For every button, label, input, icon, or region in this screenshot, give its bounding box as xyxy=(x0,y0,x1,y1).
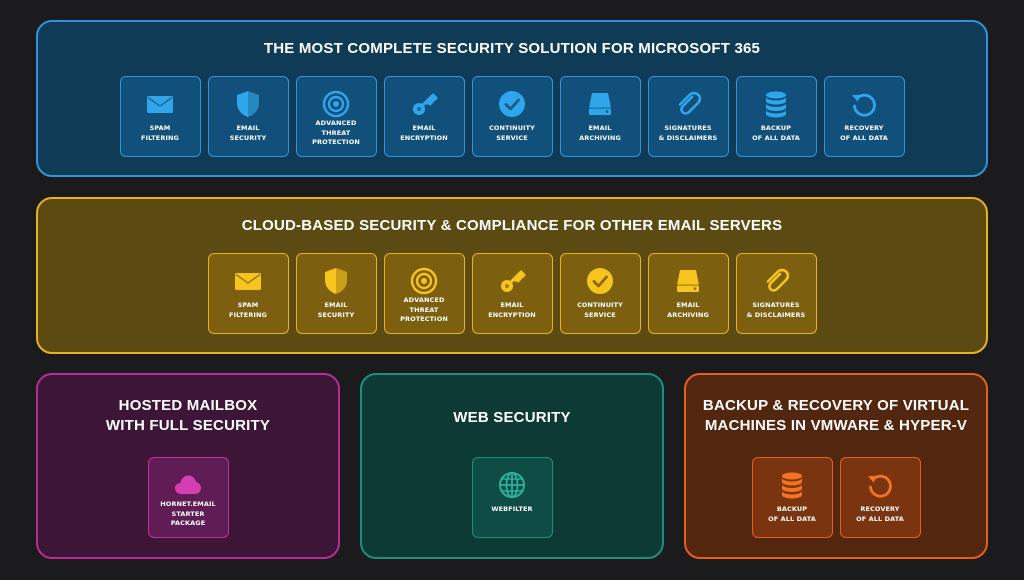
backup-title-line1: BACKUP & RECOVERY OF VIRTUAL xyxy=(702,397,970,414)
web-title: WEB SECURITY xyxy=(453,409,571,426)
cloud-tile-target: ADVANCED THREAT PROTECTION xyxy=(383,253,465,334)
microsoft365-tile-recovery: RECOVERY OF ALL DATA xyxy=(823,76,905,157)
key-icon xyxy=(497,266,527,296)
database-icon xyxy=(777,470,807,500)
cloud-icon xyxy=(173,470,203,500)
tile-label: RECOVERY OF ALL DATA xyxy=(840,124,888,142)
shield-icon xyxy=(233,89,263,119)
shield-icon xyxy=(321,266,351,296)
hard-drive-icon xyxy=(585,89,615,119)
hosted-title-line1: HOSTED MAILBOX xyxy=(118,397,258,414)
backup-title-line2: MACHINES IN VMWARE & HYPER-V xyxy=(704,417,968,434)
envelope-icon xyxy=(145,89,175,119)
microsoft365-tile-check-circle: CONTINUITY SERVICE xyxy=(471,76,553,157)
tile-label: WEBFILTER xyxy=(491,505,533,513)
recovery-icon xyxy=(865,470,895,500)
paperclip-icon xyxy=(673,89,703,119)
web-tile-globe: WEBFILTER xyxy=(471,457,553,538)
tile-label: ADVANCED THREAT PROTECTION xyxy=(312,119,360,146)
tile-label: SPAM FILTERING xyxy=(229,301,267,319)
microsoft365-tile-target: ADVANCED THREAT PROTECTION xyxy=(295,76,377,157)
cloud-tile-key: EMAIL ENCRYPTION xyxy=(471,253,553,334)
tile-label: SPAM FILTERING xyxy=(141,124,179,142)
cloud-tile-hard-drive: EMAIL ARCHIVING xyxy=(647,253,729,334)
cloud-tile-envelope: SPAM FILTERING xyxy=(207,253,289,334)
check-circle-icon xyxy=(585,266,615,296)
tile-label: ADVANCED THREAT PROTECTION xyxy=(400,296,448,323)
cloud-panel: CLOUD-BASED SECURITY & COMPLIANCE FOR OT… xyxy=(36,197,988,354)
microsoft365-tile-shield: EMAIL SECURITY xyxy=(207,76,289,157)
target-icon xyxy=(409,266,439,296)
microsoft365-tile-paperclip: SIGNATURES & DISCLAIMERS xyxy=(647,76,729,157)
tile-label: EMAIL SECURITY xyxy=(317,301,355,319)
globe-icon xyxy=(497,470,527,500)
tile-label: SIGNATURES & DISCLAIMERS xyxy=(658,124,718,142)
cloud-title: CLOUD-BASED SECURITY & COMPLIANCE FOR OT… xyxy=(241,217,783,234)
tile-label: EMAIL ENCRYPTION xyxy=(400,124,448,142)
envelope-icon xyxy=(233,266,263,296)
tile-label: EMAIL ARCHIVING xyxy=(667,301,709,319)
tile-label: EMAIL SECURITY xyxy=(229,124,267,142)
tile-label: BACKUP OF ALL DATA xyxy=(768,505,816,523)
web-security-panel: WEB SECURITY WEBFILTER xyxy=(360,373,664,559)
hosted-tiles: HORNET.EMAIL STARTER PACKAGE xyxy=(38,457,338,538)
recovery-icon xyxy=(849,89,879,119)
microsoft365-title: THE MOST COMPLETE SECURITY SOLUTION FOR … xyxy=(263,40,761,57)
tile-label: HORNET.EMAIL STARTER PACKAGE xyxy=(160,500,216,527)
cloud-tile-paperclip: SIGNATURES & DISCLAIMERS xyxy=(735,253,817,334)
microsoft365-tile-envelope: SPAM FILTERING xyxy=(119,76,201,157)
backup-tiles: BACKUP OF ALL DATA RECOVERY OF ALL DATA xyxy=(686,457,986,538)
microsoft365-tile-hard-drive: EMAIL ARCHIVING xyxy=(559,76,641,157)
tile-label: CONTINUITY SERVICE xyxy=(489,124,535,142)
hosted-title-line2: WITH FULL SECURITY xyxy=(105,417,271,434)
paperclip-icon xyxy=(761,266,791,296)
backup-tile-recovery: RECOVERY OF ALL DATA xyxy=(839,457,921,538)
web-tiles: WEBFILTER xyxy=(362,457,662,538)
cloud-tiles: SPAM FILTERING EMAIL SECURITY ADVANCED THR… xyxy=(38,253,986,334)
backup-recovery-panel: BACKUP & RECOVERY OF VIRTUAL MACHINES IN… xyxy=(684,373,988,559)
tile-label: RECOVERY OF ALL DATA xyxy=(856,505,904,523)
microsoft365-tile-database: BACKUP OF ALL DATA xyxy=(735,76,817,157)
hard-drive-icon xyxy=(673,266,703,296)
target-icon xyxy=(321,89,351,119)
hosted-mailbox-panel: HOSTED MAILBOX WITH FULL SECURITY HORNET… xyxy=(36,373,340,559)
cloud-tile-check-circle: CONTINUITY SERVICE xyxy=(559,253,641,334)
key-icon xyxy=(409,89,439,119)
microsoft365-tile-key: EMAIL ENCRYPTION xyxy=(383,76,465,157)
tile-label: EMAIL ARCHIVING xyxy=(579,124,621,142)
microsoft365-panel: THE MOST COMPLETE SECURITY SOLUTION FOR … xyxy=(36,20,988,177)
tile-label: SIGNATURES & DISCLAIMERS xyxy=(746,301,806,319)
tile-label: EMAIL ENCRYPTION xyxy=(488,301,536,319)
backup-tile-database: BACKUP OF ALL DATA xyxy=(751,457,833,538)
microsoft365-tiles: SPAM FILTERING EMAIL SECURITY ADVANCED THR… xyxy=(38,76,986,157)
tile-label: CONTINUITY SERVICE xyxy=(577,301,623,319)
database-icon xyxy=(761,89,791,119)
check-circle-icon xyxy=(497,89,527,119)
tile-label: BACKUP OF ALL DATA xyxy=(752,124,800,142)
cloud-tile-shield: EMAIL SECURITY xyxy=(295,253,377,334)
hosted-tile-cloud: HORNET.EMAIL STARTER PACKAGE xyxy=(147,457,229,538)
